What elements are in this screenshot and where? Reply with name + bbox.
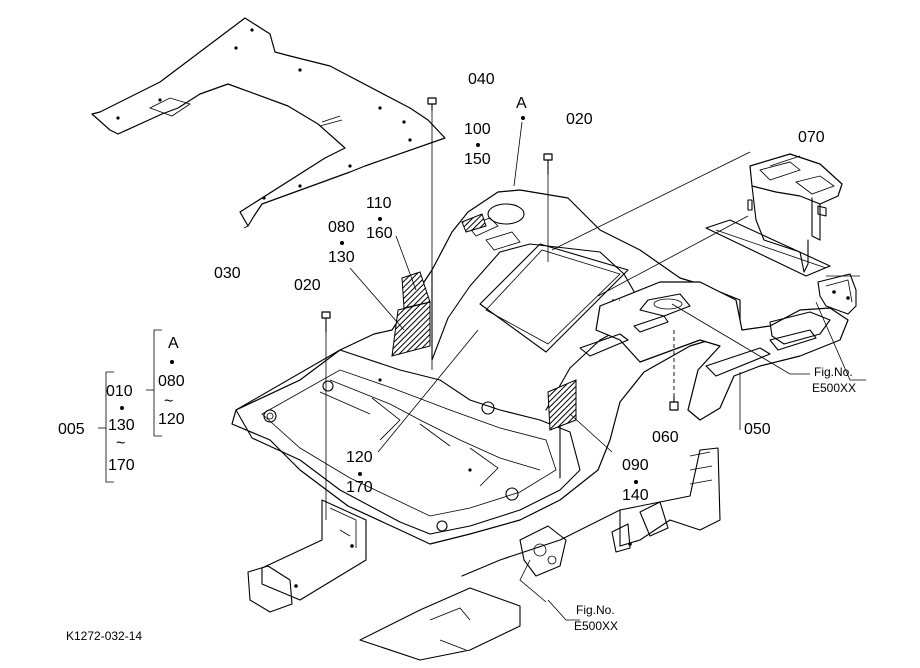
label-080-group: 080 bbox=[158, 373, 185, 390]
right-cover-050 bbox=[579, 281, 849, 421]
label-A-group: A bbox=[168, 335, 179, 352]
bolt-060 bbox=[669, 395, 679, 411]
label-060: 060 bbox=[652, 429, 679, 446]
decal-080-130 bbox=[391, 301, 431, 357]
label-005: 005 bbox=[58, 421, 85, 438]
label-020-left: 020 bbox=[294, 277, 321, 294]
fig-ref-code-right: E500XX bbox=[812, 381, 856, 395]
group-bracket-005 bbox=[98, 329, 162, 483]
labels: 040 A 020 100 150 070 110 160 080 130 03… bbox=[58, 71, 856, 643]
floor-mat-030 bbox=[91, 17, 446, 227]
label-130: 130 bbox=[328, 249, 355, 266]
label-040: 040 bbox=[468, 71, 495, 88]
decal-100-150 bbox=[461, 213, 487, 233]
leader-lines bbox=[243, 110, 866, 621]
step-floor-body bbox=[231, 189, 741, 545]
fig-ref-label-bottom: Fig.No. bbox=[576, 603, 615, 617]
label-A-top: A bbox=[516, 95, 527, 112]
bolt-020-upper bbox=[543, 153, 553, 175]
lower-frame-right bbox=[519, 447, 721, 577]
label-090: 090 bbox=[622, 457, 649, 474]
tilde-130-170: ~ bbox=[116, 435, 125, 452]
label-010: 010 bbox=[106, 383, 133, 400]
label-020-top: 020 bbox=[566, 111, 593, 128]
label-050: 050 bbox=[744, 421, 771, 438]
bolt-020-left bbox=[321, 311, 331, 333]
label-170-group: 170 bbox=[108, 457, 135, 474]
hinge-plate bbox=[817, 273, 857, 315]
lower-frame-left bbox=[247, 499, 621, 661]
drawing-id: K1272-032-14 bbox=[66, 629, 142, 643]
decal-090-140 bbox=[547, 379, 577, 431]
fig-ref-label-right: Fig.No. bbox=[814, 365, 853, 379]
label-130-group: 130 bbox=[108, 417, 135, 434]
label-120: 120 bbox=[346, 449, 373, 466]
label-120-group: 120 bbox=[158, 411, 185, 428]
label-170: 170 bbox=[346, 479, 373, 496]
label-030: 030 bbox=[214, 265, 241, 282]
label-070: 070 bbox=[798, 129, 825, 146]
tilde-080-120: ~ bbox=[164, 393, 173, 410]
bracket-070 bbox=[705, 153, 843, 277]
label-160: 160 bbox=[366, 225, 393, 242]
label-080: 080 bbox=[328, 219, 355, 236]
fig-ref-code-bottom: E500XX bbox=[574, 619, 618, 633]
label-110: 110 bbox=[366, 195, 392, 212]
bolt-040 bbox=[427, 97, 437, 111]
label-100: 100 bbox=[464, 121, 491, 138]
label-140: 140 bbox=[622, 487, 649, 504]
label-150: 150 bbox=[464, 151, 491, 168]
